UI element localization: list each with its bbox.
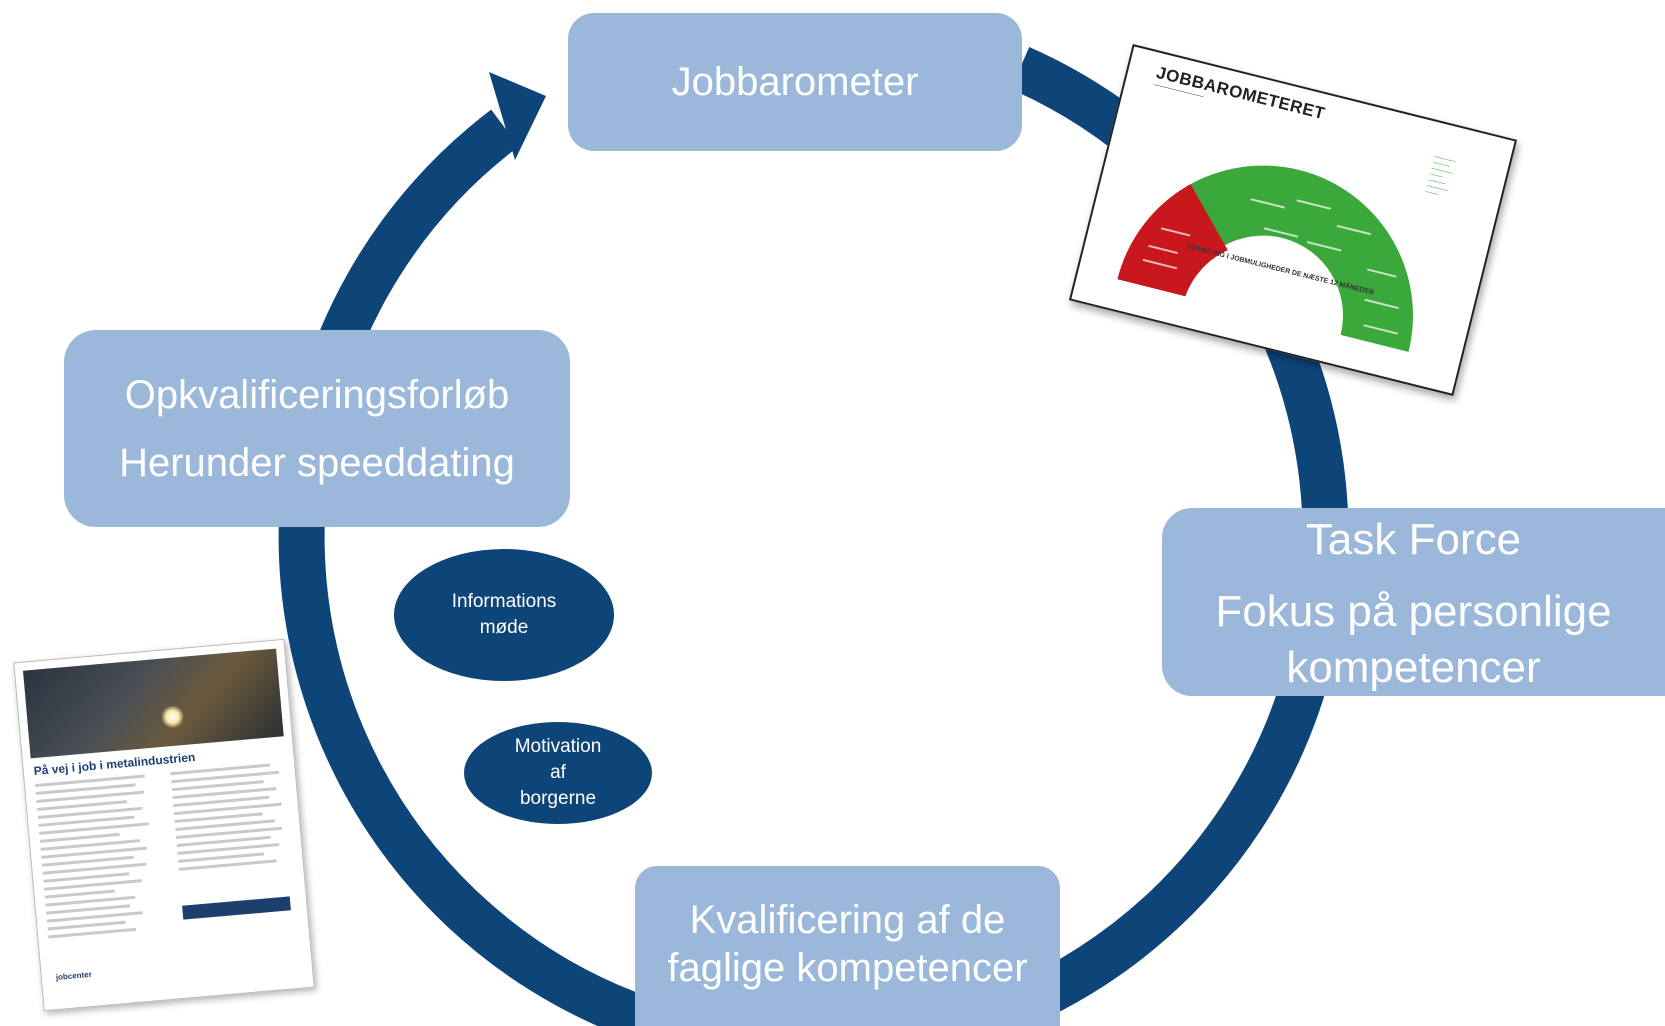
flyer-footer-bar: [182, 896, 291, 920]
oval-label: borgerne: [519, 788, 597, 809]
node-sublabel: Fokus på personlige: [1215, 587, 1612, 636]
node-sublabel: Herunder speeddating: [119, 440, 515, 485]
oval-informationsmoede: Informations møde: [394, 549, 614, 681]
gauge-chart: [1117, 165, 1413, 352]
jobbarometer-thumbnail: JOBBAROMETERET ──────────── ────────────…: [1068, 44, 1518, 396]
node-kvalificering: Kvalificering af de faglige kompetencer: [635, 866, 1060, 1026]
gauge-red-segment: [1117, 184, 1228, 297]
node-label: faglige kompetencer: [667, 946, 1028, 990]
jobcenter-logo: jobcenter: [55, 969, 93, 982]
oval-label: Motivation: [514, 736, 602, 757]
oval-label: møde: [479, 617, 529, 638]
node-task-force: Task Force Fokus på personlige kompetenc…: [1162, 508, 1665, 696]
oval-motivation: Motivation af borgerne: [464, 722, 652, 824]
node-label: Jobbarometer: [671, 60, 919, 104]
node-jobbarometer: Jobbarometer: [568, 13, 1022, 151]
node-opkvalificeringsforloeb: Opkvalificeringsforløb Herunder speeddat…: [64, 330, 570, 527]
welding-photo: [23, 648, 284, 759]
flyer-thumbnail: På vej i job i metalindustrien jobcenter: [13, 638, 315, 1012]
node-label: Task Force: [1305, 515, 1522, 564]
oval-label: af: [550, 762, 566, 783]
node-label: Opkvalificeringsforløb: [124, 372, 510, 417]
node-label: Kvalificering af de: [689, 898, 1006, 942]
gauge-text-lines: [1142, 198, 1400, 335]
node-sublabel: kompetencer: [1286, 643, 1541, 692]
cycle-arrowhead: [489, 72, 546, 160]
flyer-text-column-right: [170, 762, 295, 876]
flyer-text-column-left: [34, 774, 165, 944]
oval-label: Informations: [451, 591, 557, 612]
